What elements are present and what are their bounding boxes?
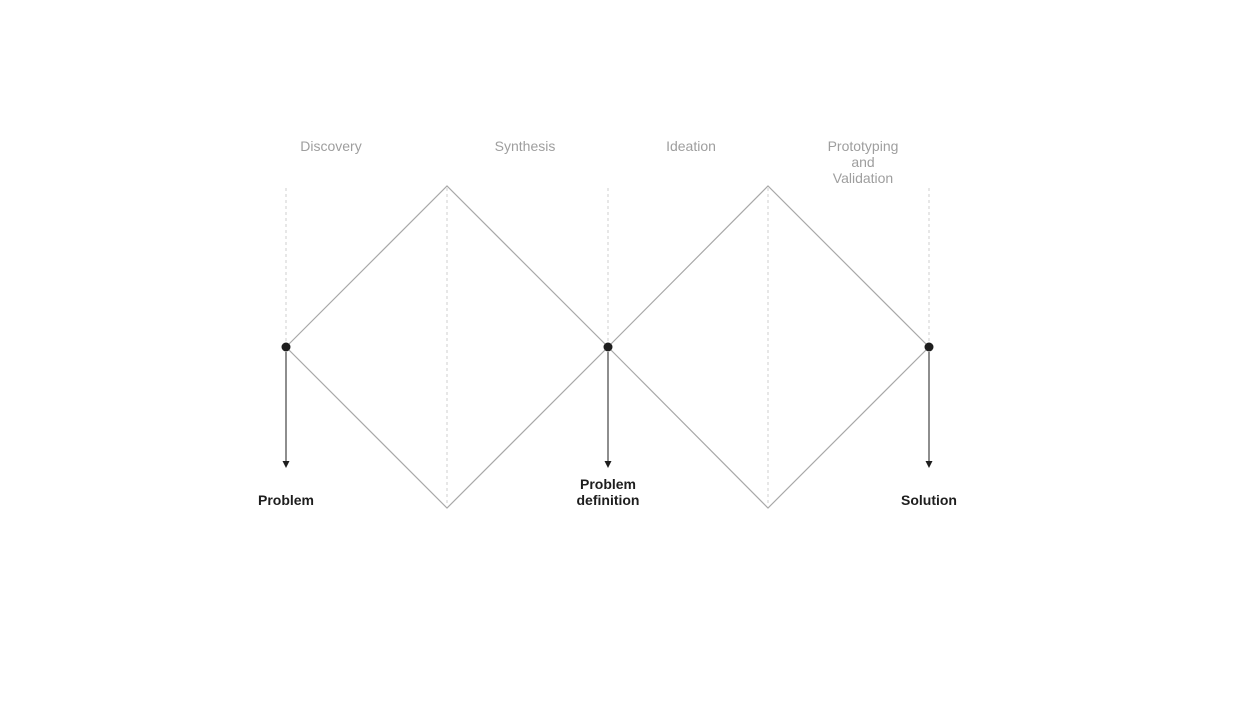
phase-label-line: Ideation	[666, 138, 716, 154]
phase-label-line: Synthesis	[494, 138, 556, 154]
phase-label-line: and	[851, 154, 875, 170]
milestone-label-solution: Solution	[859, 492, 999, 508]
arrowhead-problem-definition	[604, 461, 612, 468]
phase-label-line: Discovery	[300, 138, 362, 154]
milestone-label-line: definition	[576, 492, 640, 508]
phase-label-prototyping-and-validation: Prototyping and Validation	[793, 138, 933, 186]
arrowhead-solution	[925, 461, 933, 468]
phase-label-ideation: Ideation	[621, 138, 761, 154]
node-problem	[281, 342, 291, 352]
phase-label-line: Prototyping	[827, 138, 899, 154]
milestone-label-problem-definition: Problem definition	[538, 476, 678, 508]
arrowhead-problem	[282, 461, 290, 468]
phase-label-line: Validation	[832, 170, 894, 186]
node-problem-definition	[603, 342, 613, 352]
node-solution	[924, 342, 934, 352]
phase-label-synthesis: Synthesis	[455, 138, 595, 154]
milestone-label-problem: Problem	[216, 492, 356, 508]
milestone-label-line: Solution	[901, 492, 957, 508]
milestone-label-line: Problem	[257, 492, 314, 508]
milestone-label-line: Problem	[579, 476, 636, 492]
phase-label-discovery: Discovery	[261, 138, 401, 154]
